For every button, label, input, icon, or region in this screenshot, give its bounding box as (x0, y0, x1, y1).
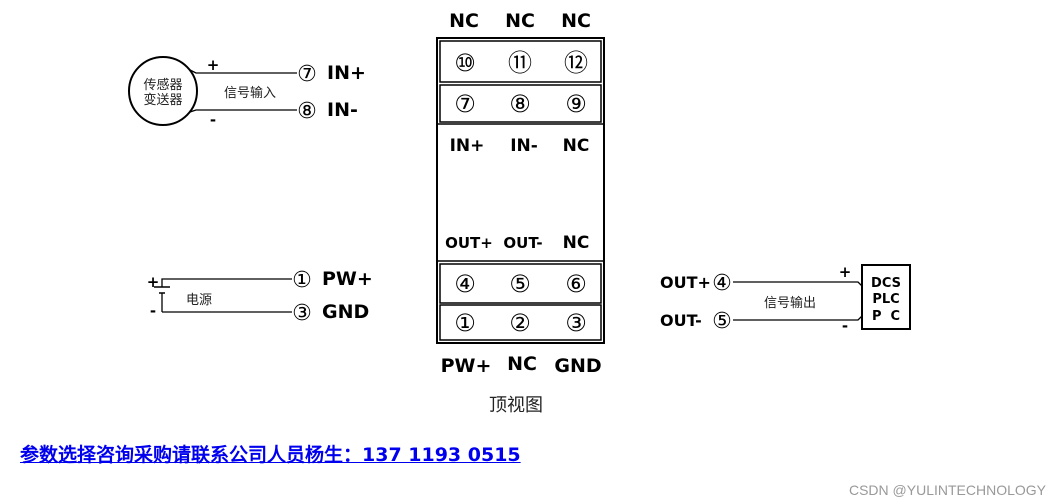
bottom-label-nc: NC (507, 353, 537, 375)
output-minus-sign: - (842, 317, 848, 335)
sensor-label-line2: 变送器 (143, 92, 182, 108)
sensor-label-line1: 传感器 (143, 77, 182, 93)
device-label-pc: P C (872, 309, 900, 324)
sensor-plus-sign: + (207, 56, 220, 74)
power-pin-1: ① (292, 268, 312, 293)
device-box (861, 264, 911, 330)
module-label-in-plus: IN+ (450, 136, 485, 156)
contact-link[interactable]: 参数选择咨询采购请联系公司人员杨生：137 1193 0515 (20, 444, 521, 466)
module-label-nc-out: NC (563, 233, 590, 253)
output-wire-minus (733, 315, 863, 321)
pin-5: ⑤ (509, 270, 531, 298)
pin-9: ⑨ (565, 90, 587, 118)
power-label-pw: PW+ (322, 268, 373, 290)
output-plus-sign: + (839, 263, 852, 281)
pin-7: ⑦ (454, 90, 476, 118)
sensor-label-in-plus: IN+ (327, 62, 366, 84)
power-pin-3: ③ (292, 301, 312, 326)
signal-output-label: 信号输出 (764, 295, 816, 311)
pin-3: ③ (565, 309, 587, 337)
module-label-out-plus: OUT+ (445, 234, 493, 252)
battery-symbol (154, 280, 170, 312)
bottom-label-pw: PW+ (441, 355, 492, 377)
sensor-label-in-minus: IN- (327, 99, 358, 121)
output-label-out-minus: OUT- (660, 311, 702, 330)
sensor-wire-plus (189, 69, 297, 74)
output-pin-4: ④ (712, 271, 732, 296)
pin-2: ② (509, 309, 531, 337)
output-pin-5: ⑤ (712, 309, 732, 334)
power-label-gnd: GND (322, 301, 369, 323)
output-label-out-plus: OUT+ (660, 273, 711, 292)
signal-input-label: 信号输入 (224, 85, 276, 101)
power-label: 电源 (186, 293, 212, 308)
pin-11: ⑪ (508, 49, 532, 77)
device-label-plc: PLC (872, 292, 899, 307)
top-nc-label-2: NC (505, 10, 535, 32)
module-label-out-minus: OUT- (503, 234, 542, 252)
top-nc-label-1: NC (449, 10, 479, 32)
sensor-wire-minus (189, 109, 297, 113)
bottom-label-gnd: GND (554, 355, 601, 377)
power-minus-sign: - (150, 302, 156, 320)
pin-1: ① (454, 309, 476, 337)
sensor-symbol (128, 56, 198, 126)
module-label-in-minus: IN- (510, 136, 538, 156)
sensor-pin-7: ⑦ (297, 62, 317, 87)
top-nc-label-3: NC (561, 10, 591, 32)
pin-10: ⑩ (454, 49, 476, 77)
output-wire-plus (733, 281, 863, 287)
pin-8: ⑧ (509, 90, 531, 118)
pin-12: ⑫ (564, 49, 588, 77)
pin-6: ⑥ (565, 270, 587, 298)
module-label-nc-in: NC (563, 136, 590, 156)
module-body (436, 37, 605, 344)
device-label-dcs: DCS (871, 276, 901, 291)
watermark: CSDN @YULINTECHNOLOGY (848, 482, 1046, 498)
sensor-pin-8: ⑧ (297, 99, 317, 124)
sensor-minus-sign: - (210, 111, 216, 129)
pin-4: ④ (454, 270, 476, 298)
power-plus-sign: + (147, 273, 160, 291)
power-wire-plus (161, 278, 292, 280)
caption-top-view: 顶视图 (489, 395, 543, 416)
